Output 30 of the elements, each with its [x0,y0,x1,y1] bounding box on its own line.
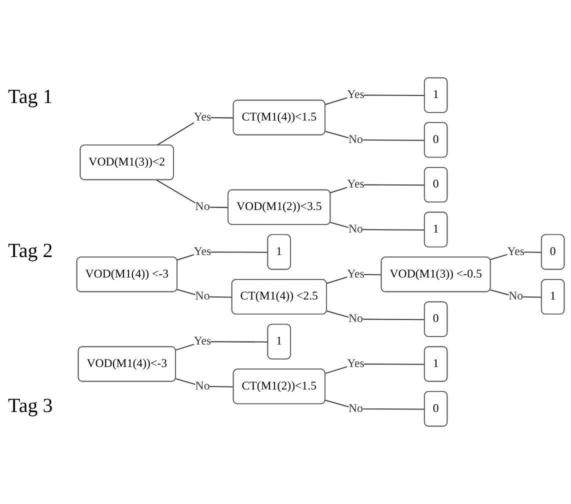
edge-label: No [508,290,524,304]
decision-tree-drawing: Yes No Yes No Yes No Yes No Yes No Yes No Yes No Yes No VOD(M1(3))<2 CT(M1(4))<1.5 1 0 VOD(M1(2))<3.5 0 1 VOD(M1(4)) <-3 1 CT(M1(4)) <2.5 VOD(M1(3)) <-0.5 0 1 0 VOD(M1(4))<-3 1 CT(M1(2))<1.5 1 0 [70,71,571,433]
edge-label: Yes [347,178,364,192]
connector [325,364,425,374]
edge-label: No [348,402,363,416]
connector [330,184,425,194]
connector [176,341,268,351]
edge-label: Yes [347,268,364,281]
tree-label: Tag 1 [7,86,54,109]
connector [330,222,425,231]
edge-label: Yes [194,246,212,258]
edge-label: No [348,312,363,326]
edge-label: Yes [194,111,212,124]
connector [326,310,425,320]
edge-label: No [348,134,363,146]
edge-label: Yes [194,335,212,348]
tree-label: Tag 3 [7,395,54,418]
edge-label: Yes [347,358,364,370]
connector [176,251,268,261]
edge-label: No [195,380,210,393]
edge-label: No [195,290,210,304]
edge-label: Yes [507,246,524,258]
edge-label: Yes [347,88,364,102]
edge-label: No [195,200,210,214]
tree-label: Tag 2 [7,240,54,264]
connector [325,130,425,141]
connector [156,117,234,146]
connector [325,94,425,106]
edge-label: No [348,223,363,236]
connector [325,400,425,410]
